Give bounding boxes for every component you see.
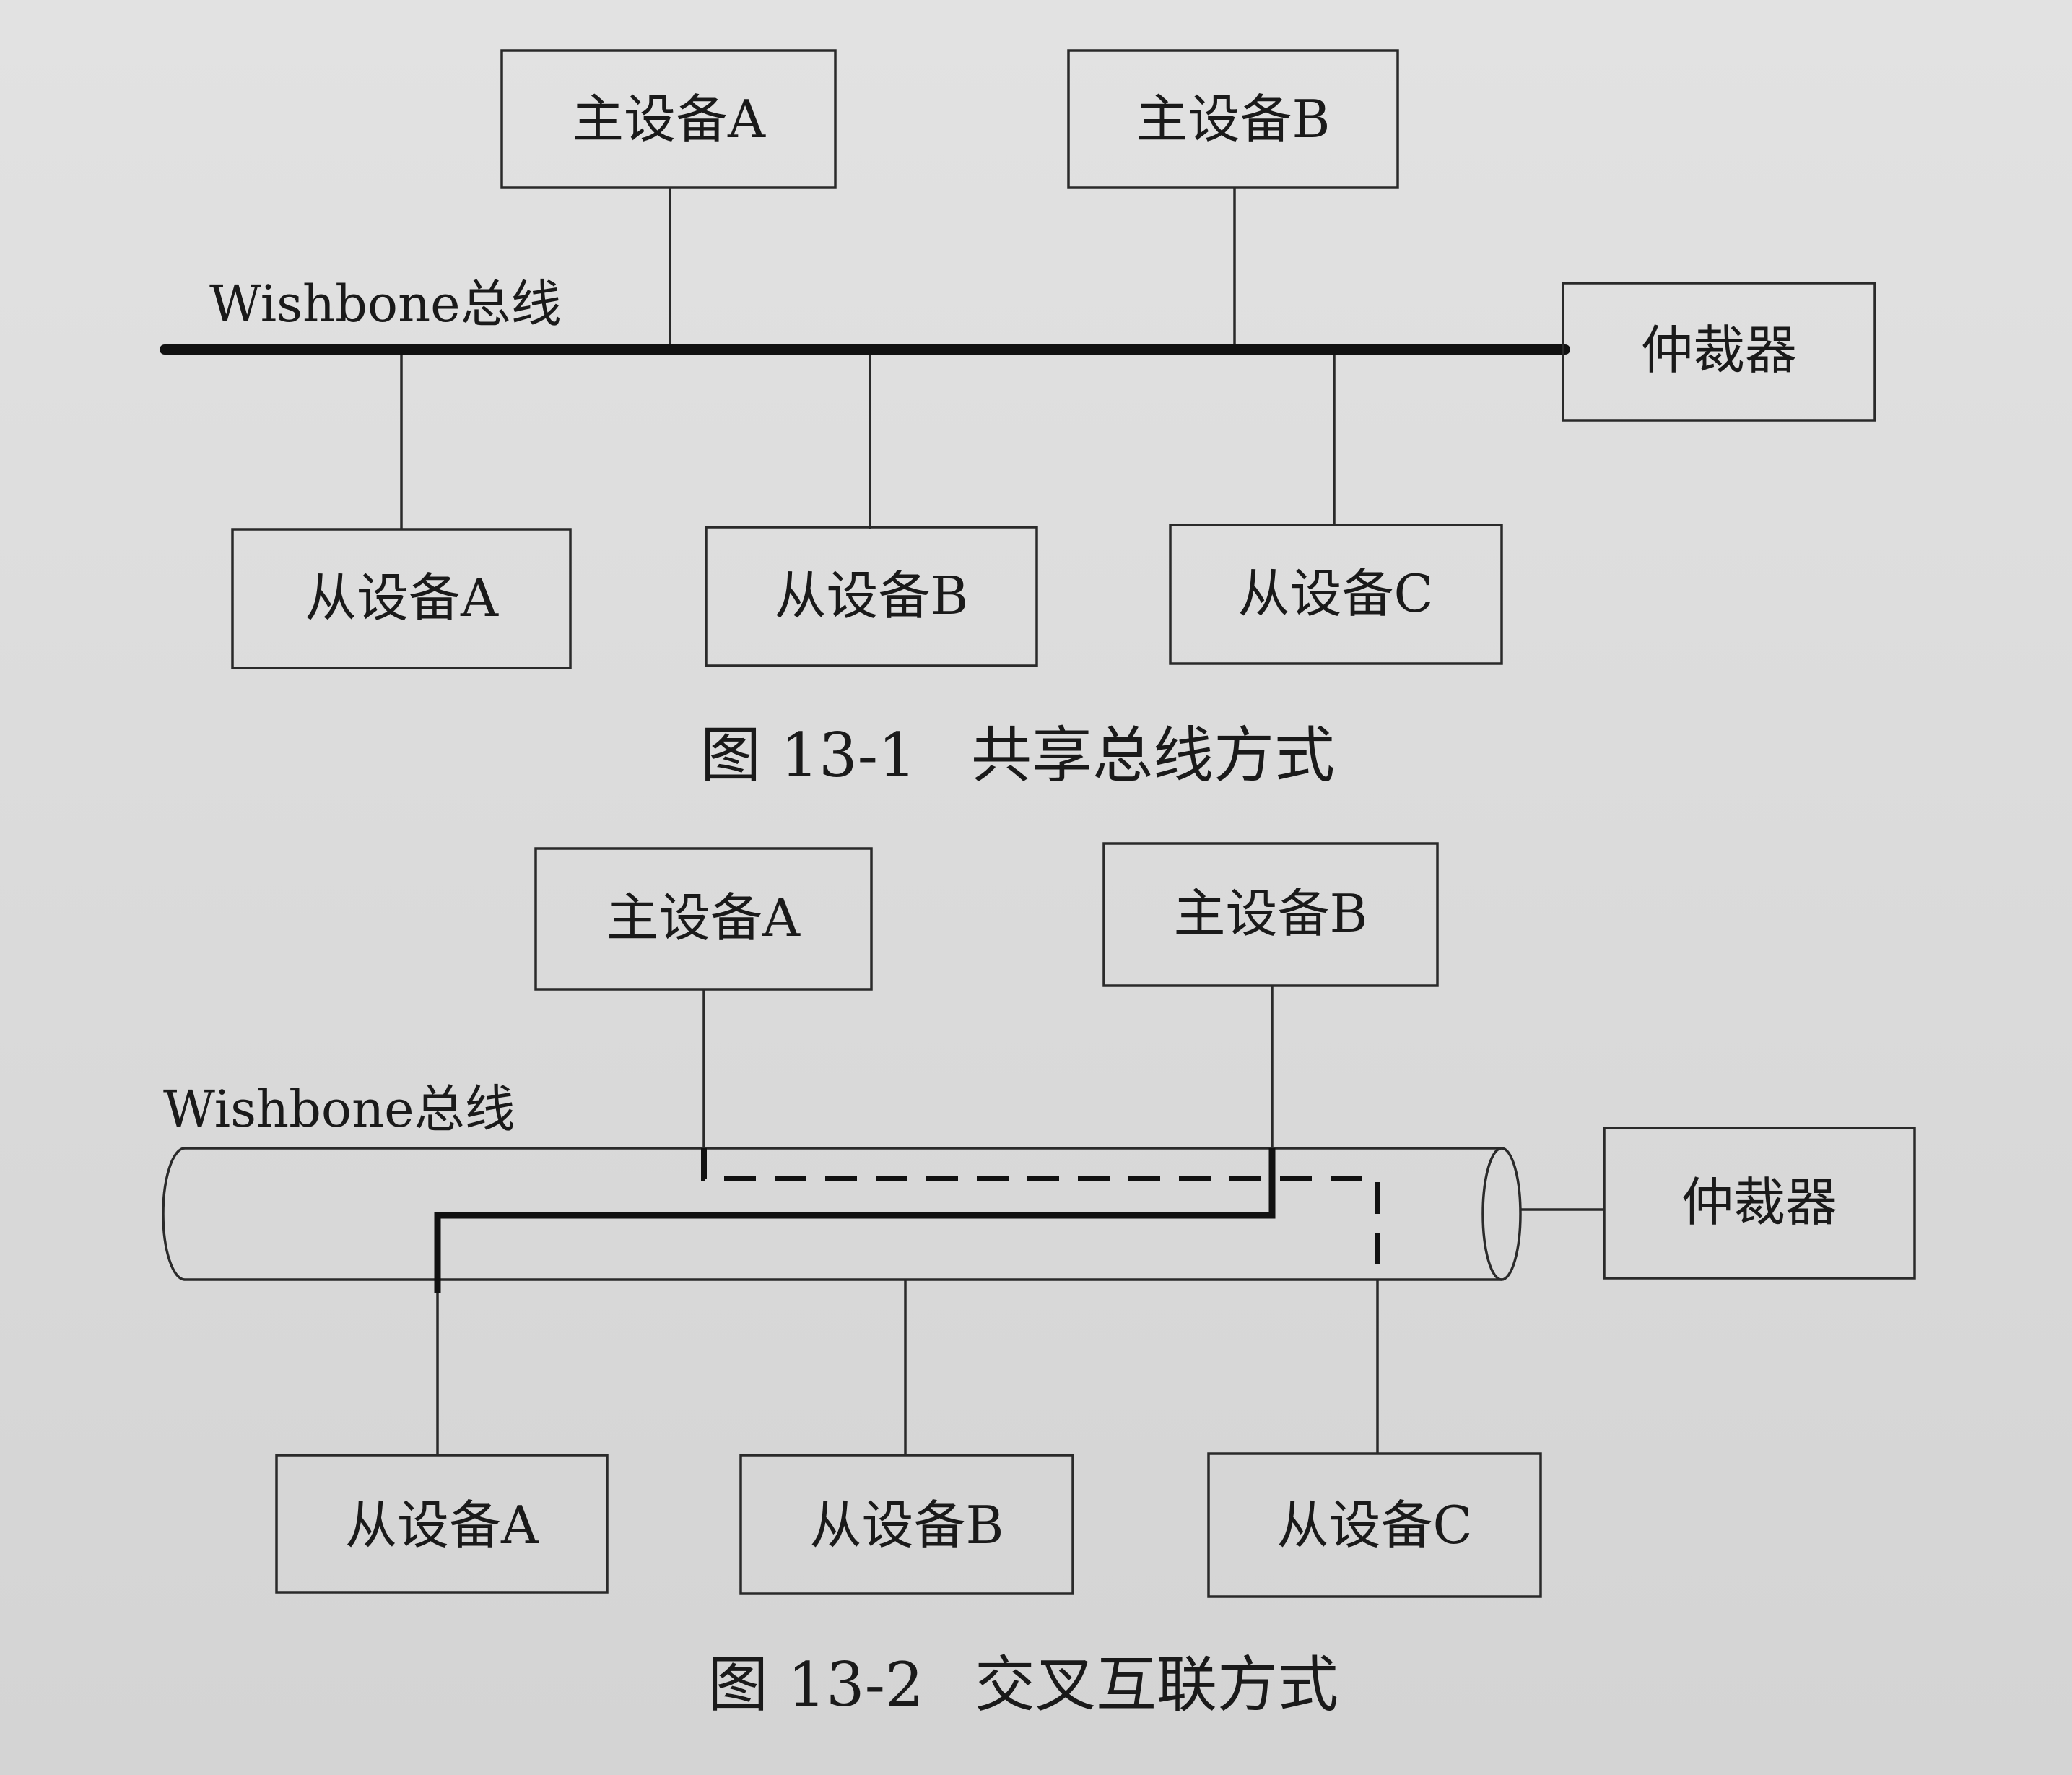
slave-box-a xyxy=(231,528,572,669)
arbiter-box xyxy=(1603,1127,1916,1280)
crossbar-path-solid xyxy=(434,1148,1276,1293)
caption-number: 图 13-2 xyxy=(708,1649,923,1720)
arbiter-label: 仲裁器 xyxy=(1681,1172,1837,1233)
slave-label-a: 从设备A xyxy=(305,568,499,628)
master-label-b: 主设备B xyxy=(1174,883,1368,944)
slave-label-b: 从设备B xyxy=(775,565,969,626)
slave-box-a xyxy=(275,1454,609,1594)
master-label-b: 主设备B xyxy=(1136,89,1331,149)
tube-left-end xyxy=(162,1147,186,1281)
slave-label-b: 从设备B xyxy=(810,1495,1004,1555)
crossbar-path-dashed xyxy=(701,1148,1380,1280)
tube-right-end xyxy=(1481,1147,1522,1281)
arbiter-label: 仲裁器 xyxy=(1641,320,1797,381)
caption-number: 图 13-1 xyxy=(700,720,916,791)
caption-text: 交叉互联方式 xyxy=(975,1649,1338,1720)
figure-shared-bus: Wishbone总线 主设备A 主设备B 仲裁器 从设备A 从设备B 从设备C … xyxy=(160,49,1876,791)
bus-label: Wishbone总线 xyxy=(209,274,562,334)
slave-box-b xyxy=(739,1454,1074,1595)
master-box-a xyxy=(500,49,837,189)
master-box-b xyxy=(1102,842,1439,987)
figure-crossbar: Wishbone总线 主设备A 主设备B 仲裁器 从设备A 从设备B 从设备C … xyxy=(162,842,1916,1720)
bus-label: Wishbone总线 xyxy=(163,1080,515,1139)
master-box-b xyxy=(1067,49,1399,189)
master-label-a: 主设备A xyxy=(572,89,766,149)
slave-box-c xyxy=(1207,1452,1542,1598)
caption-text: 共享总线方式 xyxy=(971,720,1335,791)
slave-box-c xyxy=(1169,524,1503,665)
slave-label-c: 从设备C xyxy=(1276,1495,1472,1555)
slave-label-c: 从设备C xyxy=(1237,563,1433,624)
slave-label-a: 从设备A xyxy=(345,1495,539,1555)
slave-box-b xyxy=(705,526,1038,667)
master-box-a xyxy=(534,847,873,991)
master-label-a: 主设备A xyxy=(606,888,801,948)
arbiter-box xyxy=(1562,282,1876,422)
